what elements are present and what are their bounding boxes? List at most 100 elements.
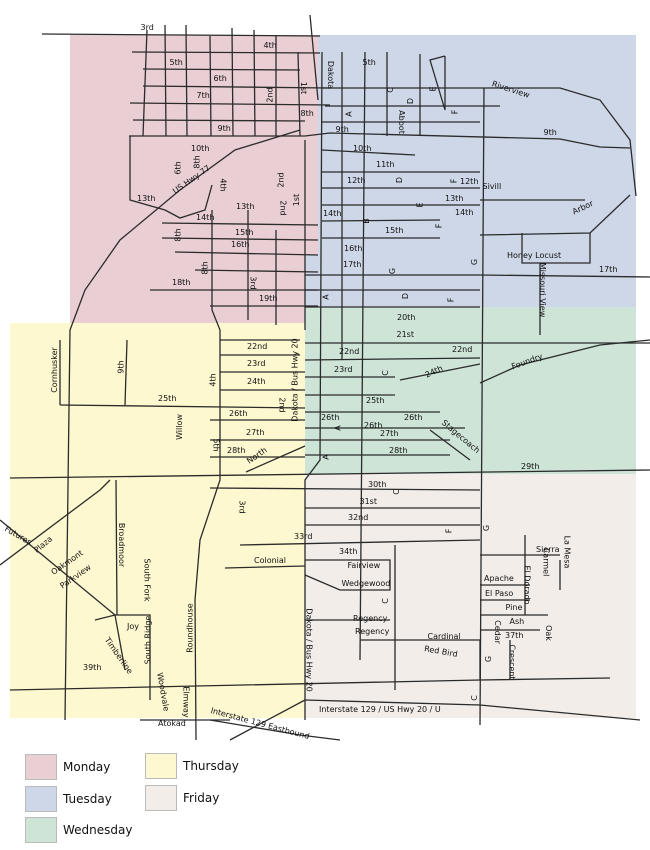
zone-monday	[70, 35, 318, 323]
street-label: 23rd	[247, 359, 266, 368]
street-label: 14th	[323, 209, 342, 218]
street-label: 11th	[376, 160, 395, 169]
street-label: 6th	[213, 74, 227, 83]
street-label: 26th	[321, 413, 340, 422]
street-label: 26th	[404, 413, 423, 422]
street-line	[164, 24, 167, 137]
street-label: Regency	[353, 614, 388, 623]
street-label: 4th	[208, 373, 218, 387]
street-label: 30th	[368, 480, 387, 489]
map-canvas	[0, 14, 650, 741]
street-label: 4th	[218, 178, 228, 192]
street-label: D	[395, 176, 405, 184]
street-line	[297, 51, 301, 137]
zone-wednesday	[305, 307, 636, 474]
street-label: Pine	[505, 603, 523, 612]
street-label: Broadmoor	[117, 522, 127, 568]
legend-label: Monday	[63, 760, 111, 774]
street-line	[224, 565, 306, 569]
street-label: 8th	[300, 109, 314, 118]
street-label: 5th	[169, 58, 183, 67]
street-label: 9th	[335, 125, 349, 134]
zone-tuesday	[318, 35, 636, 307]
street-label: Roundhouse	[185, 603, 195, 653]
street-label: 14th	[196, 213, 215, 222]
street-label: Apache	[484, 574, 514, 583]
street-line	[304, 699, 641, 721]
street-line	[399, 363, 481, 381]
legend-wednesday: Wednesday	[25, 817, 132, 843]
street-label: 13th	[236, 202, 255, 211]
swatch-tuesday	[25, 786, 57, 812]
street-label: 10th	[191, 144, 210, 153]
street-label: 3rd	[140, 23, 154, 32]
street-line	[161, 222, 319, 226]
street-label: F	[443, 528, 453, 534]
street-label: 37th	[505, 631, 524, 640]
street-line	[209, 487, 481, 491]
legend-monday: Monday	[25, 754, 110, 780]
street-line	[245, 445, 306, 473]
street-label: F	[448, 178, 458, 184]
street-label: 14th	[455, 208, 474, 217]
street-line	[322, 87, 637, 197]
street-label: 10th	[353, 144, 372, 153]
street-label: Sierra	[536, 545, 560, 554]
street-label: Dakota / Bus Hwy 20	[290, 338, 300, 422]
street-label: Regency	[355, 627, 390, 636]
street-label: G	[470, 258, 480, 266]
street-line	[115, 479, 118, 616]
street-label: E	[415, 202, 425, 208]
street-label: 2nd	[277, 397, 287, 413]
street-label: 16th	[344, 244, 363, 253]
street-label: Honey Locust	[507, 251, 562, 260]
street-line	[59, 404, 306, 409]
street-line	[479, 274, 650, 278]
street-label: 16th	[231, 240, 250, 249]
street-line	[304, 357, 481, 361]
street-label: 28th	[227, 446, 246, 455]
legend-label: Wednesday	[63, 823, 133, 837]
swatch-thursday	[145, 753, 177, 779]
street-label: 7th	[196, 91, 210, 100]
street-label: 1st	[292, 193, 302, 207]
street-label: G	[484, 655, 494, 663]
legend-tuesday: Tuesday	[25, 786, 112, 812]
street-line	[0, 479, 111, 566]
street-label: 17th	[343, 260, 362, 269]
street-label: 9th	[116, 360, 126, 374]
street-network	[0, 14, 650, 741]
street-label: 25th	[366, 396, 385, 405]
street-label: 3rd	[237, 500, 247, 514]
street-line	[239, 539, 481, 546]
street-line	[185, 24, 188, 137]
legend-thursday: Thursday	[145, 753, 239, 779]
street-label: 27th	[380, 429, 399, 438]
street-label: D	[401, 292, 411, 300]
street-label: South Ridge	[142, 615, 152, 665]
street-label: 2nd	[265, 87, 275, 103]
street-label: Cornhusker	[49, 347, 59, 393]
street-label: F	[445, 297, 455, 303]
street-label: Cardinal	[427, 632, 461, 641]
swatch-friday	[145, 785, 177, 811]
street-label: 8th	[200, 261, 210, 275]
street-label: 4th	[263, 41, 277, 50]
legend-label: Thursday	[183, 759, 239, 773]
street-line	[9, 469, 650, 479]
street-label: 2nd	[278, 200, 288, 216]
street-label: 18th	[172, 278, 191, 287]
street-label: Atokad	[158, 719, 186, 728]
street-label: 2nd	[276, 172, 286, 188]
street-label: 28th	[389, 446, 408, 455]
street-label: 24th	[247, 377, 266, 386]
street-label: 12th	[347, 176, 366, 185]
street-line	[304, 559, 391, 591]
street-label: D	[406, 97, 416, 105]
street-label: Dakota / Bus Hwy 20	[304, 608, 314, 692]
street-label: 34th	[339, 547, 358, 556]
street-line	[209, 719, 341, 741]
street-label: 26th	[364, 421, 383, 430]
street-label: La Mesa	[561, 535, 571, 569]
street-line	[521, 233, 591, 264]
